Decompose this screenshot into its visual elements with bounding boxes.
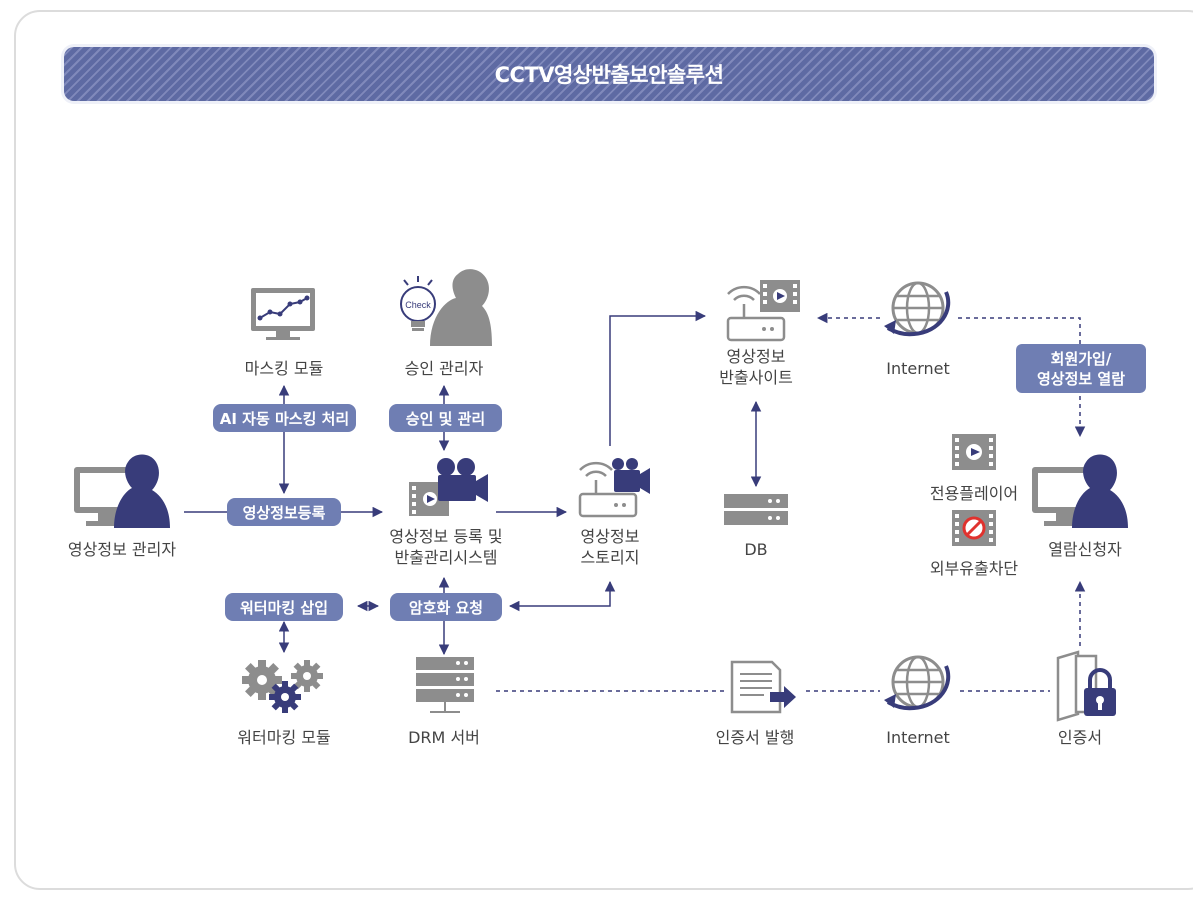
storage-router-icon [578, 458, 650, 518]
camera-film-icon [409, 458, 488, 516]
label-storage-line2: 스토리지 [580, 548, 640, 567]
pill-approve-manage: 승인 및 관리 [389, 404, 502, 432]
chart-monitor-icon [251, 288, 315, 340]
label-external-block: 외부유출차단 [929, 559, 1019, 578]
label-db: DB [744, 540, 768, 559]
gears-icon [242, 660, 323, 713]
label-registration-system-line1: 영상정보 등록 및 [389, 527, 503, 546]
label-viewer: 열람신청자 [1048, 540, 1122, 559]
pill-ai-masking: AI 자동 마스킹 처리 [213, 404, 356, 432]
drm-server-icon [416, 657, 474, 713]
approval-person-icon: Check [400, 269, 492, 346]
export-site-icon [726, 280, 800, 342]
lightbulb-icon: Check [400, 276, 436, 331]
label-masking-module: 마스킹 모듈 [244, 359, 324, 378]
player-film-icon [952, 434, 996, 470]
label-registration-system-line2: 반출관리시스템 [394, 548, 498, 567]
arrow-storage-to-site [609, 310, 707, 446]
label-internet-bottom: Internet [886, 728, 950, 747]
admin-person-icon [74, 454, 170, 528]
db-server-icon [724, 494, 788, 525]
certificate-lock-icon [1056, 650, 1116, 722]
label-watermark-module: 워터마킹 모듈 [237, 728, 331, 747]
outer-frame [14, 10, 1193, 890]
globe-icon [884, 281, 951, 337]
label-export-site-line2: 반출사이트 [719, 368, 793, 387]
page-title: CCTV영상반출보안솔루션 [494, 63, 724, 87]
label-storage-line1: 영상정보 [580, 527, 640, 546]
pill-signup-line2: 영상정보 열람 [1036, 369, 1126, 388]
label-export-site-line1: 영상정보 [726, 347, 786, 366]
label-dedicated-player: 전용플레이어 [929, 484, 1019, 503]
pill-signup-view: 회원가입/ 영상정보 열람 [1016, 344, 1146, 393]
pill-signup-line1: 회원가입/ [1050, 349, 1112, 368]
viewer-person-icon [1032, 454, 1128, 528]
globe-icon [884, 655, 951, 711]
connectors [184, 310, 762, 656]
arrow-encrypt-storage [508, 580, 616, 612]
pill-encrypt-request: 암호화 요청 [390, 593, 502, 621]
label-drm-server: DRM 서버 [408, 728, 480, 747]
label-internet-top: Internet [886, 359, 950, 378]
block-film-icon [952, 510, 996, 546]
label-certificate: 인증서 [1057, 728, 1103, 747]
pill-watermark-insert: 워터마킹 삽입 [225, 593, 343, 621]
dashed-connectors [496, 312, 1086, 692]
label-cert-issue: 인증서 발행 [715, 728, 795, 747]
pill-video-register: 영상정보등록 [227, 498, 341, 526]
check-label: Check [405, 300, 431, 310]
document-export-icon [730, 660, 796, 714]
title-banner: CCTV영상반출보안솔루션 [64, 47, 1154, 101]
dashed-site-to-viewer [958, 317, 1086, 438]
label-video-admin: 영상정보 관리자 [67, 540, 177, 559]
label-approval-manager: 승인 관리자 [404, 359, 484, 378]
